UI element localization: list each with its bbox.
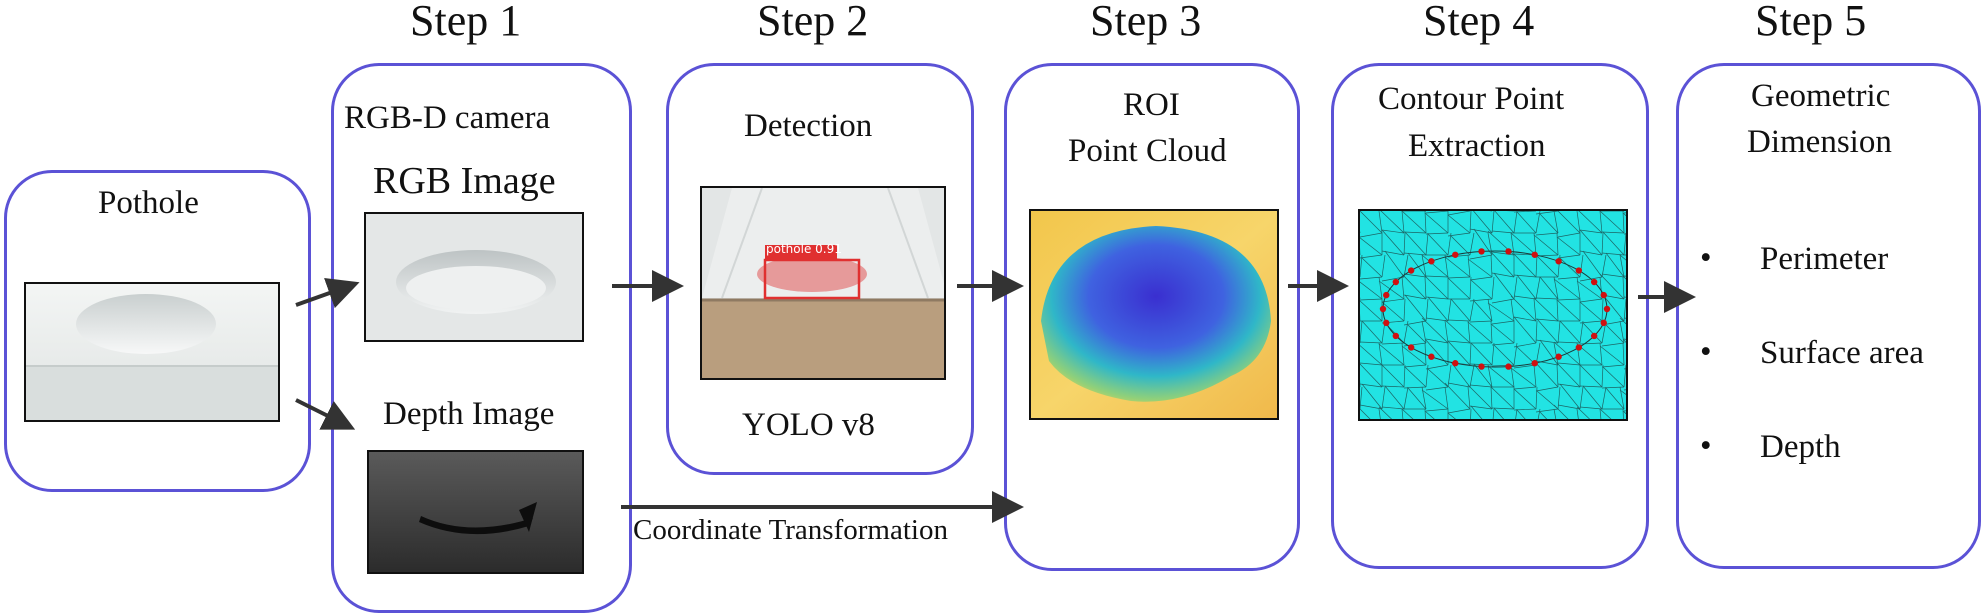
dimension-depth: Depth — [1760, 429, 1841, 465]
step-4-header: Step 4 — [1423, 0, 1535, 45]
step-5-title-line2: Dimension — [1747, 124, 1892, 160]
bullet-dot: • — [1700, 240, 1712, 276]
dimension-perimeter: Perimeter — [1760, 241, 1889, 277]
depth-image-label: Depth Image — [383, 396, 555, 432]
step-3-title-line2: Point Cloud — [1068, 133, 1227, 169]
step-5-title-line1: Geometric — [1751, 78, 1891, 114]
step-5-header: Step 5 — [1755, 0, 1867, 45]
detection-label: pothole 0.91 — [766, 242, 842, 256]
coordinate-transformation-label: Coordinate Transformation — [633, 514, 948, 546]
dimension-surface-area: Surface area — [1760, 335, 1924, 371]
step-1-header: Step 1 — [410, 0, 522, 45]
step-2-header: Step 2 — [757, 0, 869, 45]
bullet-dot: • — [1700, 428, 1712, 464]
model-label: YOLO v8 — [742, 407, 875, 443]
bullet-dot: • — [1700, 334, 1712, 370]
arrow-pothole-to-depth — [295, 398, 356, 430]
detection-image — [700, 186, 946, 380]
pothole-photo — [24, 282, 280, 422]
step-1-title: RGB-D camera — [344, 100, 551, 136]
roi-point-cloud-image — [1029, 209, 1279, 420]
arrow-pothole-to-rgb — [295, 278, 360, 309]
step-5-panel — [1676, 63, 1981, 569]
pothole-title: Pothole — [98, 185, 199, 221]
rgb-image — [364, 212, 584, 342]
step-4-title-line2: Extraction — [1408, 128, 1546, 164]
rgb-image-label: RGB Image — [373, 160, 556, 202]
step-3-header: Step 3 — [1090, 0, 1202, 45]
contour-extraction-image — [1358, 209, 1628, 421]
depth-image — [367, 450, 584, 574]
step-2-title: Detection — [744, 108, 873, 144]
step-4-title-line1: Contour Point — [1378, 81, 1565, 117]
step-3-title-line1: ROI — [1123, 87, 1180, 123]
